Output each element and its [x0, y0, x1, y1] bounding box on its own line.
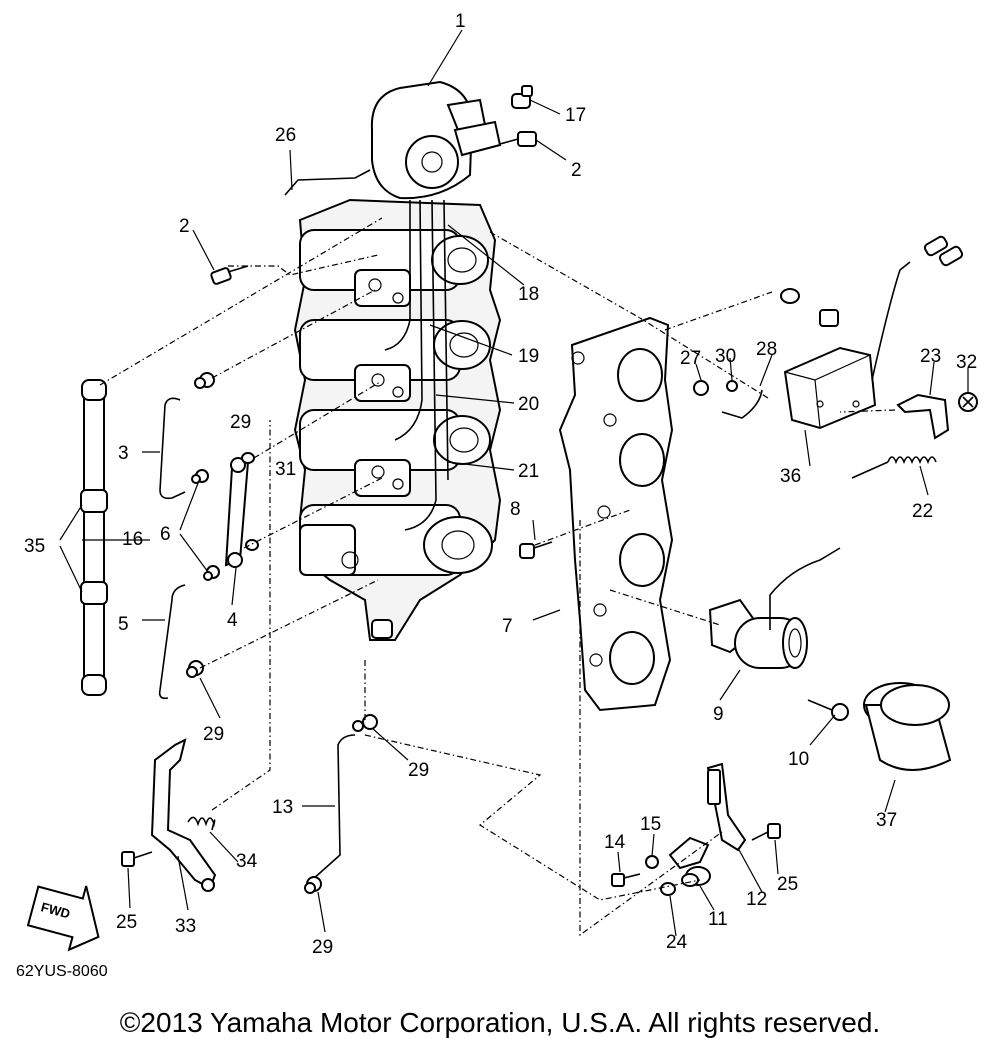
nut-27	[693, 380, 709, 396]
callout-14: 14	[604, 832, 626, 853]
callout-12: 12	[746, 889, 767, 910]
callout-31: 31	[275, 459, 296, 480]
callout-28: 28	[756, 339, 777, 360]
washer-31-lower	[245, 539, 259, 551]
callout-32: 32	[956, 352, 977, 373]
spring-34	[187, 816, 216, 831]
callout-7: 7	[502, 616, 513, 637]
clip-29-left	[186, 660, 204, 678]
lever-33	[150, 738, 217, 892]
screw-25-left	[121, 851, 153, 867]
callout-27: 27	[680, 348, 701, 369]
bracket-lever-lower	[668, 836, 710, 870]
washer-24	[660, 882, 676, 896]
callout-1: 1	[455, 11, 466, 32]
callout-3: 3	[118, 443, 129, 464]
callout-15: 15	[640, 814, 661, 835]
spring-22	[851, 456, 937, 479]
screw-25-right	[751, 823, 781, 841]
clip-29-bottom	[304, 876, 322, 894]
callout-20: 20	[518, 394, 539, 415]
callout-5: 5	[118, 614, 129, 635]
solenoid-valve-9	[708, 598, 808, 669]
callout-23: 23	[920, 346, 941, 367]
callout-29-bottom: 29	[312, 937, 333, 958]
callout-33: 33	[175, 916, 196, 937]
fwd-label: FWD	[39, 899, 71, 921]
guide-lines	[99, 217, 896, 937]
fitting-17	[511, 85, 533, 109]
wire-harness	[871, 261, 911, 381]
callout-18: 18	[518, 284, 539, 305]
callout-4: 4	[227, 610, 238, 631]
callout-35: 35	[24, 536, 45, 557]
intake-plate-7	[558, 316, 674, 712]
screw-32	[958, 392, 978, 412]
callout-21: 21	[518, 461, 539, 482]
callout-29-left: 29	[203, 724, 224, 745]
screw-8	[519, 541, 553, 559]
callout-17: 17	[565, 105, 586, 126]
callout-25-right: 25	[777, 874, 798, 895]
link-rod-26	[284, 169, 371, 196]
fuel-pipe-16	[80, 379, 108, 696]
lever-12	[706, 762, 747, 852]
callout-2-right: 2	[571, 160, 582, 181]
callout-22: 22	[912, 501, 933, 522]
screw-2-right	[499, 131, 537, 147]
lead-wire-9	[769, 547, 841, 630]
carburetor-lower	[299, 504, 493, 639]
clip-6-upper	[191, 469, 209, 484]
forward-arrow-icon: FWD	[26, 885, 100, 952]
solenoid-36	[783, 346, 877, 430]
copyright-notice: ©2013 Yamaha Motor Corporation, U.S.A. A…	[119, 1007, 881, 1038]
callout-9: 9	[713, 704, 724, 725]
callout-19: 19	[518, 346, 539, 367]
leader-lines	[59, 29, 969, 937]
callout-26: 26	[275, 125, 296, 146]
link-lever-4	[224, 457, 250, 568]
link-rod-13	[311, 734, 356, 881]
bracket-23	[896, 393, 950, 440]
clip-6-lower	[203, 565, 220, 581]
washer-31-upper	[241, 452, 255, 464]
washer-15	[645, 855, 659, 869]
clip-28	[721, 389, 763, 419]
screw-10	[807, 699, 849, 721]
callout-37: 37	[876, 810, 897, 831]
carburetor-upper-middle	[299, 319, 491, 402]
screw-14	[611, 873, 641, 887]
callout-8: 8	[510, 499, 521, 520]
callout-6: 6	[160, 524, 171, 545]
clip-29-upper	[194, 372, 215, 389]
bolt-upper-right	[780, 288, 839, 327]
callout-30: 30	[715, 346, 736, 367]
carburetor-body-assembly	[293, 198, 502, 641]
wire-connectors	[923, 235, 964, 267]
callout-36: 36	[780, 466, 801, 487]
callout-16: 16	[122, 529, 143, 550]
link-rod-3	[159, 397, 186, 500]
callout-13: 13	[272, 797, 293, 818]
link-rod-5	[158, 584, 186, 700]
figure-code: 62YUS-8060	[16, 963, 108, 980]
callout-2-left: 2	[179, 216, 190, 237]
callout-labels: 1 2 2 3 4 5 6 7 8 9 10 11 12 13 14 15 16…	[24, 11, 977, 958]
callout-10: 10	[788, 749, 809, 770]
callout-34: 34	[236, 851, 258, 872]
callout-29-right: 29	[408, 760, 429, 781]
callout-24: 24	[666, 932, 688, 953]
callout-25-left: 25	[116, 912, 137, 933]
callout-11: 11	[708, 909, 728, 930]
throttle-position-sensor	[370, 80, 502, 200]
washer-30	[726, 380, 738, 392]
clip-29-right	[352, 714, 378, 732]
screw-2-left	[210, 265, 249, 285]
filter-37	[863, 682, 952, 771]
collar-11	[681, 866, 711, 887]
callout-29-upper: 29	[230, 412, 251, 433]
